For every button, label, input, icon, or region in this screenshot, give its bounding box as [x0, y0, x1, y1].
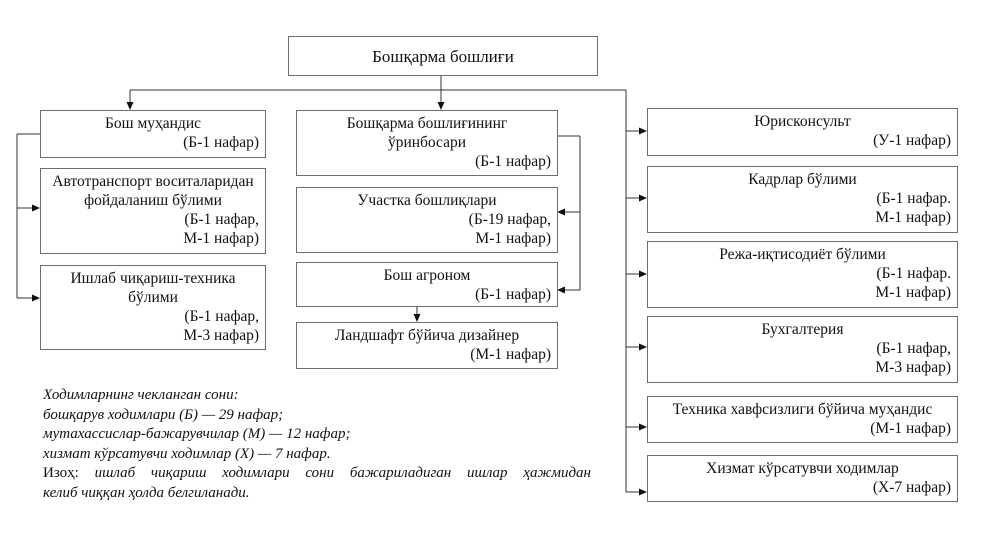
box-title: Юрисконсульт	[754, 113, 851, 130]
box-title: Бош агроном	[383, 267, 471, 284]
note-remark-label: Изоҳ:	[43, 465, 79, 481]
note-remark-text-continued: келиб чиққан ҳолда белгиланади.	[43, 484, 250, 501]
box-landscape-designer: Ландшафт бўйича дизайнер (М-1 нафар)	[296, 322, 558, 369]
box-count: М-1 нафар)	[875, 284, 951, 301]
note-remark-text: ишлаб чиқариш ходимлари сони бажариладиг…	[94, 465, 591, 481]
box-safety-engineer: Техника хавфсизлиги бўйича муҳандис (М-1…	[647, 396, 958, 443]
box-deputy-head: Бошқарма бошлиғининг ўринбосари (Б-1 наф…	[296, 110, 558, 176]
box-count: (Б-1 нафар,	[876, 340, 951, 357]
head-box: Бошқарма бошлиғи	[288, 36, 598, 76]
box-count: (Б-1 нафар)	[475, 153, 551, 170]
box-title: Режа-иқтисодиёт бўлими	[719, 246, 886, 263]
box-service-staff: Хизмат кўрсатувчи ходимлар (Х-7 нафар)	[647, 455, 958, 502]
box-production-technical-dept: Ишлаб чиқариш-техника бўлими (Б-1 нафар,…	[40, 265, 266, 350]
box-count: (Б-1 нафар)	[183, 134, 259, 151]
box-count: (Б-1 нафар.	[876, 265, 951, 282]
box-title: Кадрлар бўлими	[748, 171, 857, 188]
box-hr-dept: Кадрлар бўлими (Б-1 нафар. М-1 нафар)	[647, 166, 958, 233]
box-title: Участка бошлиқлари	[357, 192, 497, 209]
box-title: Бошқарма бошлиғининг ўринбосари	[346, 115, 508, 151]
box-count: (Б-1 нафар)	[475, 286, 551, 303]
box-title: Ишлаб чиқариш-техника бўлими	[70, 270, 236, 306]
box-title: Техника хавфсизлиги бўйича муҳандис	[672, 401, 933, 418]
box-title: Бухгалтерия	[761, 321, 844, 338]
box-accounting: Бухгалтерия (Б-1 нафар, М-3 нафар)	[647, 316, 958, 383]
box-autotransport-dept: Автотранспорт воситаларидан фойдаланиш б…	[40, 168, 266, 254]
box-planning-economics-dept: Режа-иқтисодиёт бўлими (Б-1 нафар. М-1 н…	[647, 241, 958, 308]
box-legal-counsel: Юрисконсульт (У-1 нафар)	[647, 108, 958, 156]
box-count: (У-1 нафар)	[873, 132, 951, 149]
note-line: хизмат кўрсатувчи ходимлар (Х) — 7 нафар…	[43, 445, 331, 462]
note-line: бошқарув ходимлари (Б) — 29 нафар;	[43, 406, 284, 423]
box-count: (Б-1 нафар,	[184, 308, 259, 325]
box-count: М-3 нафар)	[183, 327, 259, 344]
box-count: (Б-1 нафар.	[876, 190, 951, 207]
note-line: мутахассислар-бажарувчилар (М) — 12 нафа…	[43, 426, 351, 442]
box-site-heads: Участка бошлиқлари (Б-19 нафар, М-1 нафа…	[296, 187, 558, 253]
box-count: (М-1 нафар)	[870, 420, 951, 437]
box-count: (М-1 нафар)	[470, 346, 551, 363]
box-count: М-1 нафар)	[875, 209, 951, 226]
box-count: (Б-1 нафар,	[184, 211, 259, 228]
box-count: (Б-19 нафар,	[468, 211, 551, 228]
box-title: Ландшафт бўйича дизайнер	[334, 327, 520, 344]
box-count: М-1 нафар)	[183, 230, 259, 247]
box-chief-agronomist: Бош агроном (Б-1 нафар)	[296, 262, 558, 307]
box-title: Бош муҳандис	[104, 115, 201, 132]
box-title: Автотранспорт воситаларидан фойдаланиш б…	[52, 173, 254, 209]
box-count: М-3 нафар)	[875, 359, 951, 376]
note-heading: Ходимларнинг чекланган сони:	[43, 387, 239, 403]
staff-limit-note: Ходимларнинг чекланган сони: бошқарув хо…	[43, 386, 591, 503]
box-count: М-1 нафар)	[475, 230, 551, 247]
note-remark: Изоҳ: ишлаб чиқариш ходимлари сони бажар…	[43, 464, 591, 484]
box-count: (Х-7 нафар)	[872, 479, 951, 496]
box-title: Хизмат кўрсатувчи ходимлар	[706, 460, 899, 477]
head-title: Бошқарма бошлиғи	[372, 47, 514, 66]
box-chief-engineer: Бош муҳандис (Б-1 нафар)	[40, 110, 266, 158]
